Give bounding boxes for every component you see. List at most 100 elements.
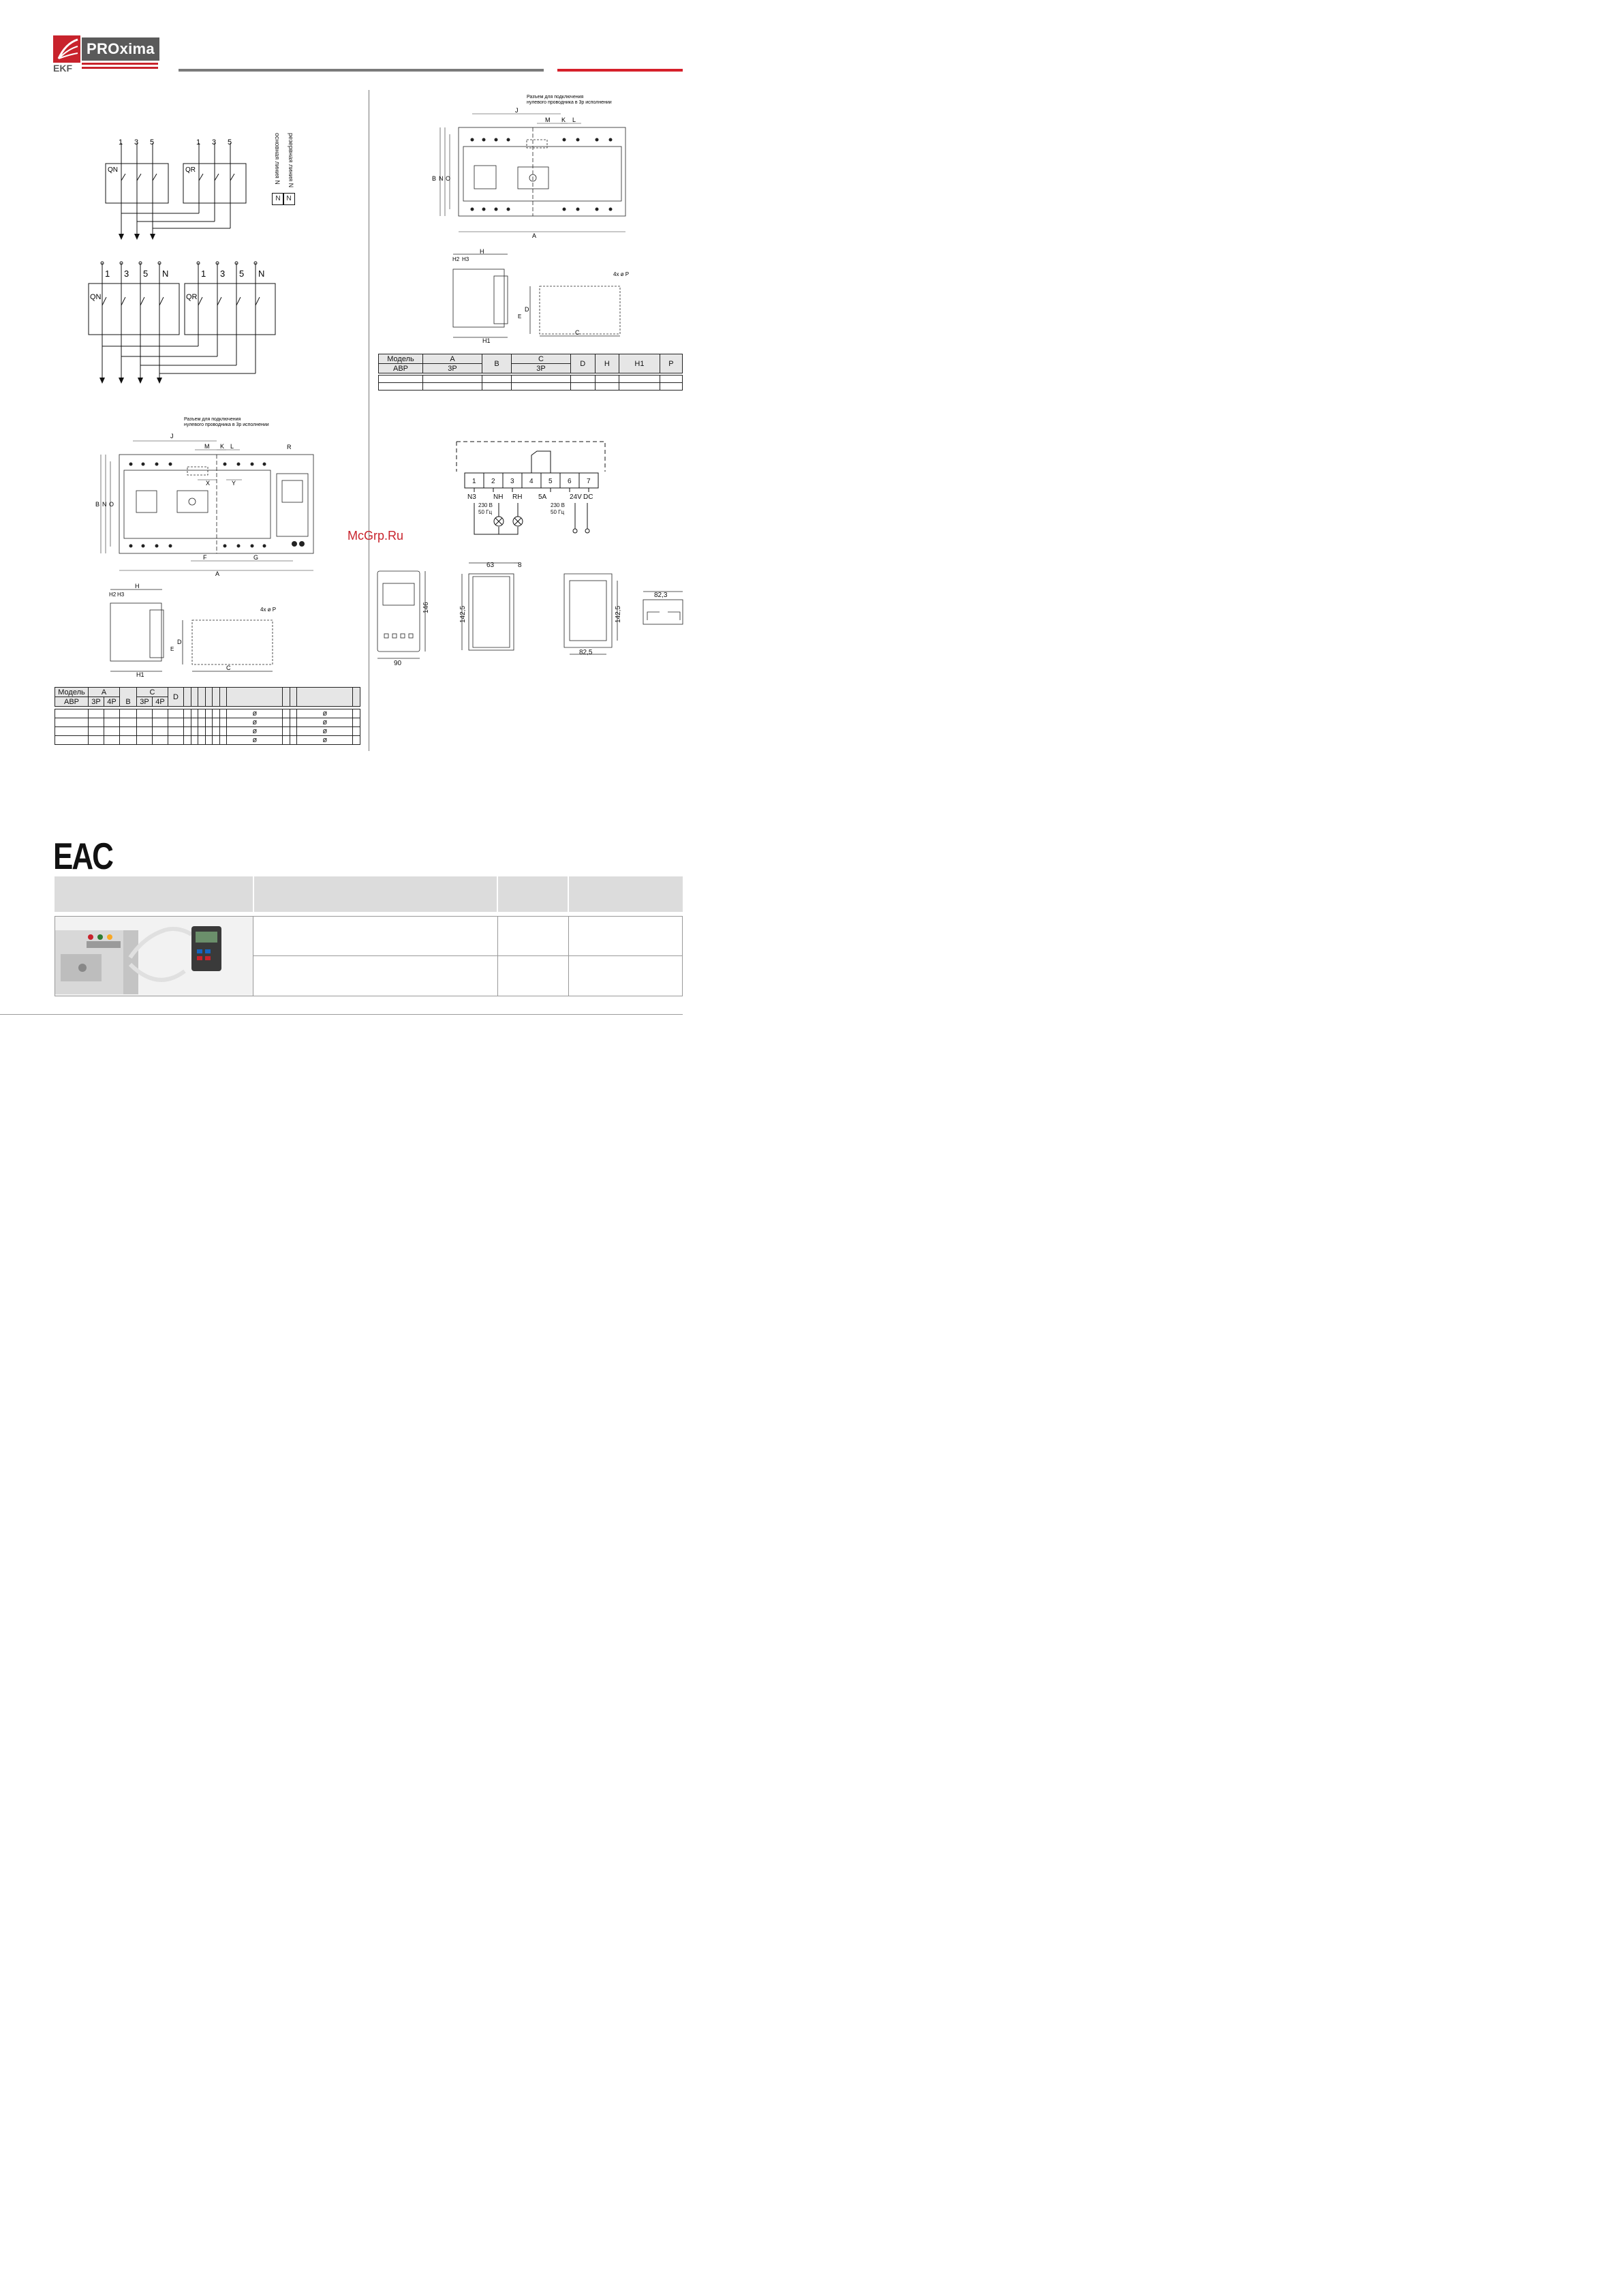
dim-H1: H1 — [482, 337, 491, 344]
dim-controller-width: 90 — [394, 660, 402, 667]
qn-label: QN — [108, 166, 118, 174]
dim-Y: Y — [232, 480, 236, 487]
col-divider — [497, 917, 498, 996]
pole-label: 5 — [143, 269, 148, 279]
dim-H3: H3 — [117, 592, 125, 598]
product-photo-illustration — [55, 926, 221, 994]
terminal-7: 7 — [587, 478, 591, 485]
dim-A: A — [215, 570, 219, 577]
col-A: A — [88, 687, 120, 697]
header-divider — [568, 876, 569, 912]
dim-K: K — [220, 443, 224, 450]
freq-ac-2: 50 Гц — [551, 509, 564, 515]
pole-label: 5 — [239, 269, 244, 279]
qn-label: QN — [90, 293, 102, 301]
dim-O: O — [109, 501, 114, 508]
label-5A: 5A — [538, 493, 547, 501]
dim-H: H — [480, 249, 484, 255]
col-divider — [568, 917, 569, 996]
brand-name: PROxima — [82, 37, 159, 61]
freq-ac: 50 Гц — [478, 509, 492, 515]
pole-label: N — [162, 269, 168, 279]
terminal-1: 1 — [472, 478, 476, 485]
pole-label: 1 — [201, 269, 206, 279]
eac-mark: EAC — [53, 836, 114, 878]
terminal-3: 3 — [510, 478, 514, 485]
pole-label: 5 — [228, 138, 232, 147]
col-B: B — [119, 687, 137, 707]
n-box-reserve: N — [283, 193, 295, 205]
schematic-3p: 1 3 5 1 3 5 QN QR — [105, 138, 247, 240]
col-C-4p: 4P — [152, 697, 168, 707]
dim-controller-thickness: 8 — [518, 562, 522, 569]
row-divider — [253, 955, 682, 956]
table-cell: ø — [226, 709, 283, 718]
col-B: B — [482, 354, 512, 373]
dim-cutout-width: 82,5 — [579, 649, 593, 656]
dim-H1: H1 — [136, 671, 144, 678]
col-A: A — [422, 354, 482, 364]
dim-O: O — [446, 175, 450, 182]
col-model-sub: АВР — [55, 697, 89, 707]
terminal-6: 6 — [568, 478, 572, 485]
dim-H3: H3 — [462, 256, 469, 262]
brand-logo: PROxima EKF — [53, 35, 159, 74]
dim-holes: 4x ø P — [260, 607, 276, 613]
col-C: C — [136, 687, 168, 697]
neutral-connector-note-1: Разъем для подключения — [527, 95, 583, 100]
table-cell: ø — [296, 709, 354, 718]
table-row — [378, 382, 683, 391]
col-model: Модель — [378, 354, 423, 364]
label-N3: N3 — [467, 493, 476, 501]
dim-C: C — [226, 664, 231, 671]
terminal-4: 4 — [529, 478, 534, 485]
dim-A: A — [532, 232, 536, 239]
dim-E: E — [518, 313, 521, 320]
dim-L: L — [230, 443, 234, 450]
dim-cutout-height: 142,5 — [615, 606, 622, 623]
table-cell: ø — [296, 726, 354, 736]
label-NH: NH — [493, 493, 503, 501]
label-24V: 24V — [570, 493, 582, 501]
col-P: P — [659, 354, 683, 373]
n-box-main: N — [272, 193, 284, 205]
pole-label: 3 — [220, 269, 225, 279]
dim-controller-height: 146 — [422, 602, 430, 613]
dim-E: E — [170, 646, 174, 652]
col-D: D — [570, 354, 596, 373]
pole-label: 3 — [134, 138, 138, 147]
neutral-connector-note-1: Разъем для подключения — [184, 417, 241, 422]
legend-reserve-line: резервная линия N — [288, 133, 294, 188]
terminal-wiring: 1 2 3 4 5 6 7 N3 NH RH 5A 24V DC 230 В 5… — [456, 441, 606, 535]
pole-label: 1 — [105, 269, 110, 279]
col-model: Модель — [55, 687, 89, 697]
footer-rule — [0, 1014, 683, 1015]
col-C-3p: 3P — [136, 697, 153, 707]
col-A-3p: 3P — [88, 697, 104, 707]
controller-dimensions: 146 90 63 8 142,5 142,5 82,5 82,3 — [377, 562, 683, 667]
dim-F: F — [203, 554, 207, 561]
dim-X: X — [206, 480, 210, 487]
table-cell: ø — [226, 718, 283, 727]
spec-table-right: Модель A B C D H H1 P АВР 3P 3P — [378, 354, 683, 391]
col-A-3p: 3P — [422, 363, 482, 373]
device-drawing-4p: J M K L R X Y F G A B N O Разъем для под… — [95, 417, 314, 577]
pole-label: 5 — [150, 138, 154, 147]
dim-G: G — [253, 554, 258, 561]
voltage-ac: 230 В — [478, 502, 493, 508]
dim-M: M — [204, 443, 210, 450]
dim-D: D — [177, 639, 182, 645]
dim-R: R — [287, 444, 292, 450]
terminal-5: 5 — [548, 478, 553, 485]
neutral-connector-note-2: нулевого проводника в 3р исполнении — [527, 100, 612, 105]
dim-K: K — [561, 117, 566, 123]
dim-controller-depth: 63 — [486, 562, 495, 569]
brand-sub: EKF — [53, 63, 72, 74]
col-H: H — [594, 354, 620, 373]
neutral-connector-note-2: нулевого проводника в 3р исполнении — [184, 423, 269, 427]
dim-J: J — [170, 433, 174, 440]
dim-panel-height: 142,5 — [459, 606, 467, 623]
